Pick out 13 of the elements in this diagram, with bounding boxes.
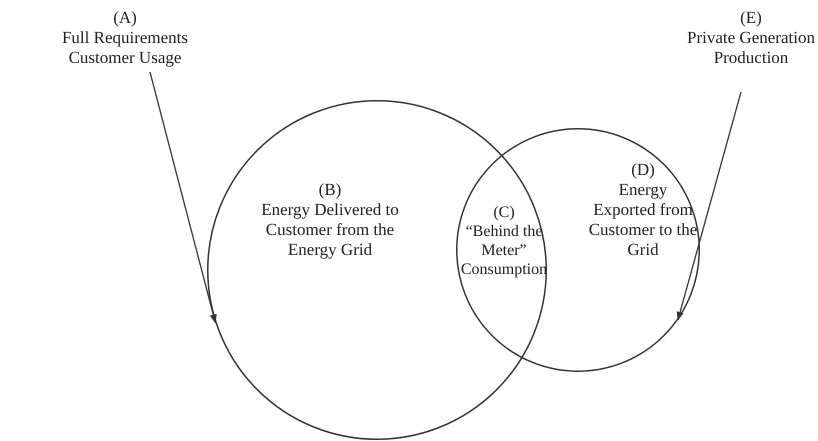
region-label: Energy Exported from Customer to the Grid	[588, 180, 698, 260]
venn-circle	[207, 100, 547, 440]
region-label: Full Requirements Customer Usage	[60, 28, 190, 68]
region-letter: (B)	[318, 180, 342, 200]
region-label: Energy Delivered to Customer from the Energy Grid	[260, 200, 400, 260]
venn-circle	[456, 128, 700, 372]
region-letter: (C)	[492, 204, 516, 223]
region-letter: (E)	[739, 8, 763, 28]
region-letter: (A)	[112, 8, 138, 28]
region-label: Private Generation Production	[686, 28, 816, 68]
arrow	[149, 72, 217, 324]
arrow	[676, 92, 742, 321]
region-letter: (D)	[630, 160, 656, 180]
